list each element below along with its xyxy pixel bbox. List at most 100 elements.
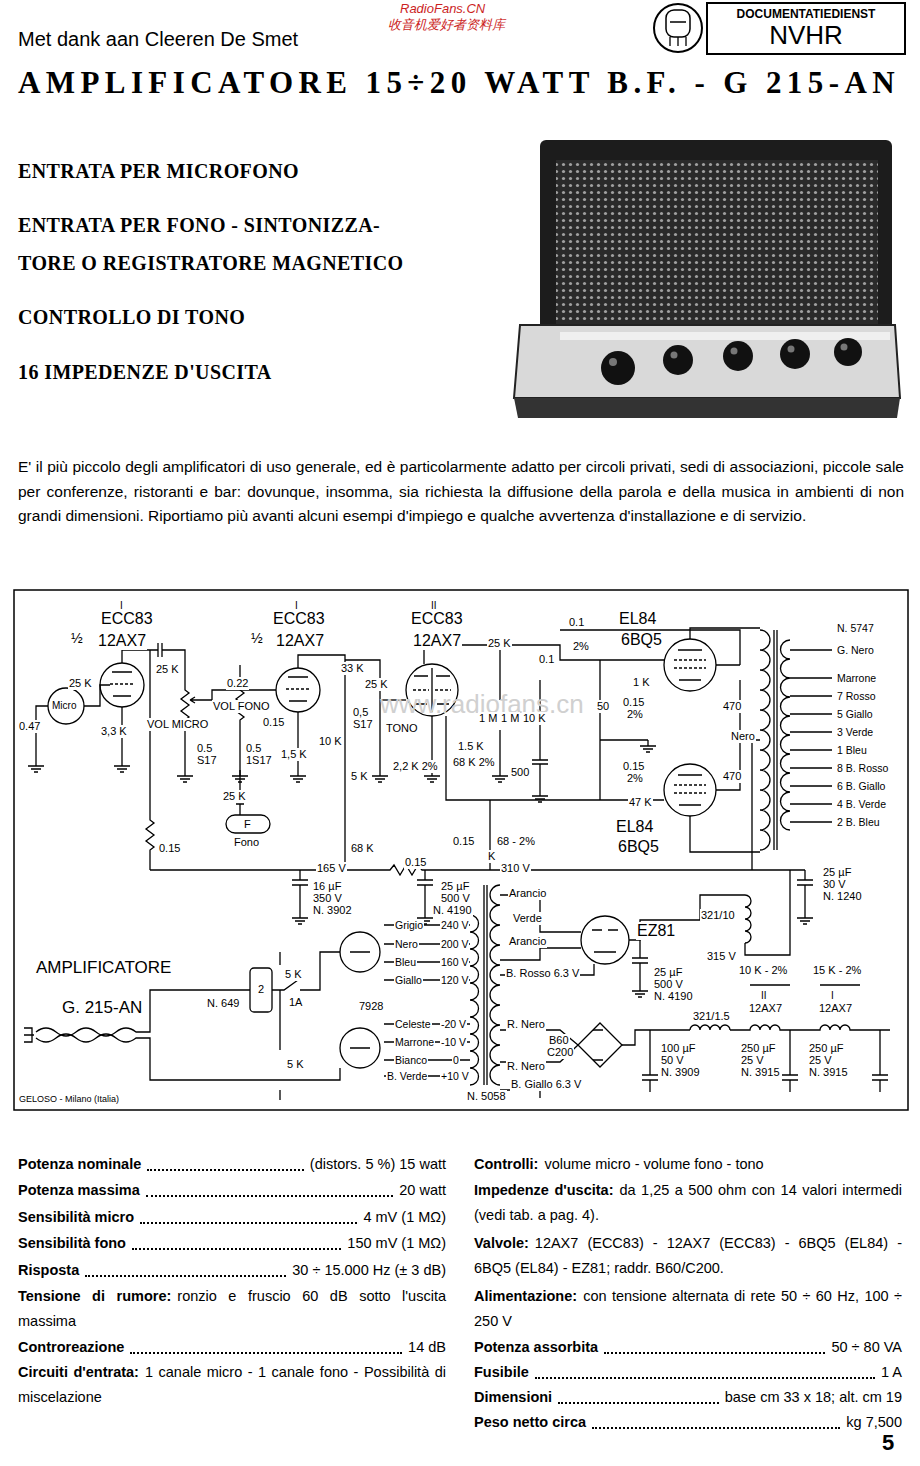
schematic <box>14 590 908 1110</box>
schematic <box>560 630 740 665</box>
component-label: Verde <box>512 912 543 925</box>
component-label: 470 <box>722 700 742 713</box>
schematic <box>384 925 470 1076</box>
tube-label: ECC83 <box>100 610 154 628</box>
component-label: 0.15 <box>622 760 645 773</box>
body-paragraph: E' il più piccolo degli amplificatori di… <box>18 455 904 529</box>
component-label: 310 V <box>500 862 531 875</box>
schematic <box>110 683 134 684</box>
component-label: Micro <box>51 700 77 712</box>
component-label: I <box>830 990 835 1002</box>
component-label: 240 V <box>440 919 469 931</box>
component-label: 12AX7 <box>818 1002 853 1015</box>
schematic <box>782 1030 798 1092</box>
component-label: 25 µF <box>653 966 683 979</box>
component-label: N. 4190 <box>653 990 694 1003</box>
component-label: N. 3915 <box>740 1066 781 1079</box>
component-label: 0.15 <box>404 856 427 869</box>
schematic <box>345 660 380 770</box>
component-label: 250 µF <box>740 1042 776 1055</box>
dot-leader <box>146 1195 394 1197</box>
stamp-text: NVHR <box>716 21 896 50</box>
feature-heading: TORE O REGISTRATORE MAGNETICO <box>18 252 404 275</box>
component-label: 2 B. Bleu <box>836 816 881 828</box>
component-label: B60 <box>548 1034 570 1047</box>
amplifier-photo <box>601 351 635 385</box>
schematic <box>36 990 250 1036</box>
component-label: 25 µF <box>822 866 852 879</box>
text-label: Met dank aan Cleeren De Smet <box>18 28 298 51</box>
component-label: 1,5 K <box>280 748 308 761</box>
amplifier-photo <box>834 338 862 366</box>
schematic <box>372 770 388 782</box>
amplifier-photo <box>841 344 848 351</box>
schematic <box>745 870 790 955</box>
component-label: ½ <box>70 630 84 646</box>
component-label: 1 M <box>478 712 498 725</box>
spec-row: Sensibilità fono150 mV (1 MΩ) <box>18 1231 446 1256</box>
schematic <box>678 775 702 805</box>
component-label: 5 K <box>284 968 303 981</box>
component-label: 5 K <box>350 770 369 783</box>
component-label: 25 K <box>487 637 512 650</box>
spec-key: Controlli: <box>474 1156 538 1172</box>
dot-leader <box>85 1275 286 1277</box>
schematic <box>664 639 716 691</box>
spec-row: Potenza assorbita50 ÷ 80 VA <box>474 1335 902 1360</box>
schematic <box>752 740 760 870</box>
spec-key: Impedenze d'uscita: <box>474 1182 613 1198</box>
dot-leader <box>558 1402 719 1404</box>
schematic <box>272 952 340 990</box>
component-label: 25 K <box>222 790 247 803</box>
component-label: -10 V <box>440 1036 467 1048</box>
schematic <box>674 785 706 793</box>
spec-value: 30 ÷ 15.000 Hz (± 3 dB) <box>292 1258 446 1283</box>
component-label: 12AX7 <box>748 1002 783 1015</box>
component-label: 350 V <box>312 892 343 905</box>
spec-value: 14 dB <box>408 1335 446 1360</box>
component-label: Celeste <box>394 1018 432 1030</box>
component-label: 25 V <box>808 1054 833 1067</box>
component-label: 0.1 <box>538 653 555 666</box>
amplifier-photo <box>731 348 738 355</box>
component-label: 1A <box>288 996 303 1009</box>
schematic <box>730 1025 890 1030</box>
amplifier-photo <box>556 160 878 325</box>
component-label: 1 M <box>500 712 520 725</box>
schematic <box>279 952 280 1100</box>
schematic <box>690 1025 730 1030</box>
spec-key: Peso netto circa <box>474 1410 586 1435</box>
component-label: 5 K <box>286 1058 305 1071</box>
tube-label: ECC83 <box>272 610 326 628</box>
component-label: 5 Giallo <box>836 708 874 720</box>
tube-label: 12AX7 <box>275 632 325 650</box>
component-label: R. Nero <box>506 1060 546 1073</box>
spec-row: Controlli:volume micro - volume fono - t… <box>474 1152 902 1177</box>
component-label: 0.22 <box>226 677 249 690</box>
text-label: G. 215-AN <box>62 998 142 1018</box>
component-label: 315 V <box>706 950 737 963</box>
schematic <box>632 940 648 985</box>
component-label: N. 3909 <box>660 1066 701 1079</box>
schematic <box>790 650 832 822</box>
schematic <box>774 630 777 850</box>
component-label: Nero <box>730 730 756 743</box>
component-label: 2% <box>626 772 644 785</box>
component-label: 165 V <box>316 862 347 875</box>
schematic <box>36 1034 340 1080</box>
component-label: Marrone <box>836 672 877 684</box>
component-label: Giallo <box>394 974 423 986</box>
dot-leader <box>535 1377 875 1379</box>
component-label: +10 V <box>440 1070 470 1082</box>
schematic <box>781 640 791 830</box>
spec-value: 4 mV (1 MΩ) <box>363 1205 446 1230</box>
component-label: 1 K <box>632 676 651 689</box>
schematic <box>592 930 618 952</box>
spec-key: Valvole: <box>474 1235 529 1251</box>
spec-key: Risposta <box>18 1258 79 1283</box>
component-label: K <box>487 850 496 863</box>
schematic <box>14 590 908 1110</box>
component-label: 1 Bleu <box>836 744 868 756</box>
schematic <box>446 716 664 800</box>
